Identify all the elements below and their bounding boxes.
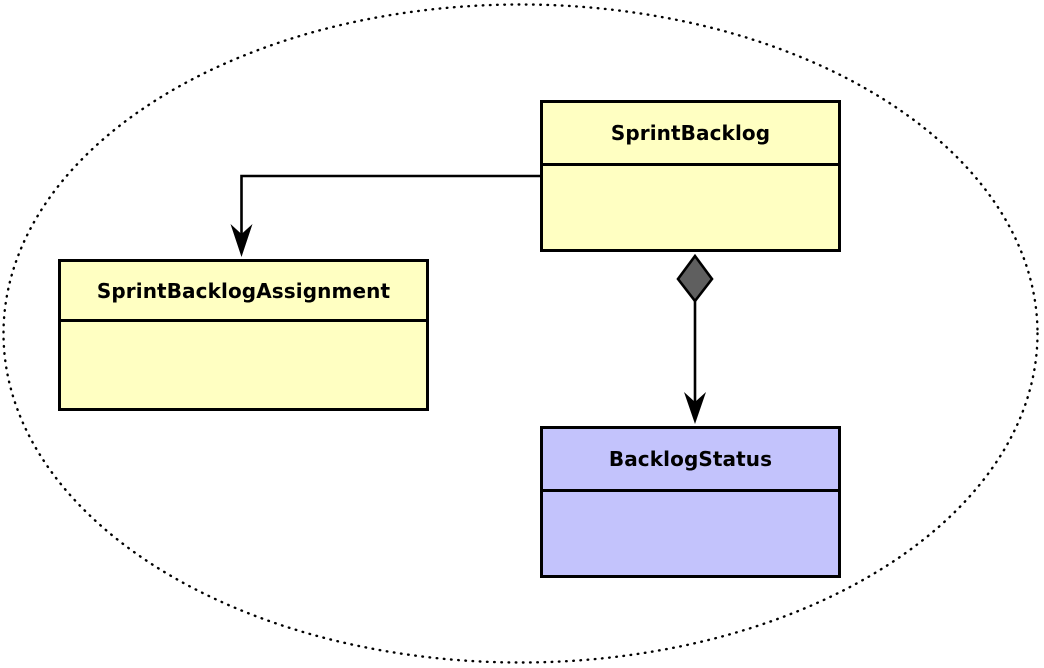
edge-sprintbacklog-to-backlogstatus xyxy=(676,253,714,424)
uml-class-attributes-sprintbacklog xyxy=(543,166,838,249)
edge-sprintbacklog-to-assignment xyxy=(230,174,540,257)
uml-class-sprintbacklog[interactable]: SprintBacklog xyxy=(540,100,841,252)
uml-class-name-sprintbacklog: SprintBacklog xyxy=(610,121,771,145)
uml-class-attributes-sprintbacklogassignment xyxy=(61,322,426,408)
uml-class-backlogstatus[interactable]: BacklogStatus xyxy=(540,426,841,578)
open-arrowhead-icon xyxy=(230,224,253,257)
filled-diamond-icon xyxy=(676,253,714,304)
uml-class-header-backlogstatus: BacklogStatus xyxy=(543,429,838,492)
uml-class-attributes-backlogstatus xyxy=(543,492,838,575)
filled-arrowhead-icon xyxy=(684,392,706,424)
uml-class-name-sprintbacklogassignment: SprintBacklogAssignment xyxy=(96,278,391,303)
uml-class-sprintbacklogassignment[interactable]: SprintBacklogAssignment xyxy=(58,259,429,411)
uml-class-header-sprintbacklogassignment: SprintBacklogAssignment xyxy=(61,262,426,322)
uml-class-name-backlogstatus: BacklogStatus xyxy=(608,447,773,471)
uml-class-header-sprintbacklog: SprintBacklog xyxy=(543,103,838,166)
